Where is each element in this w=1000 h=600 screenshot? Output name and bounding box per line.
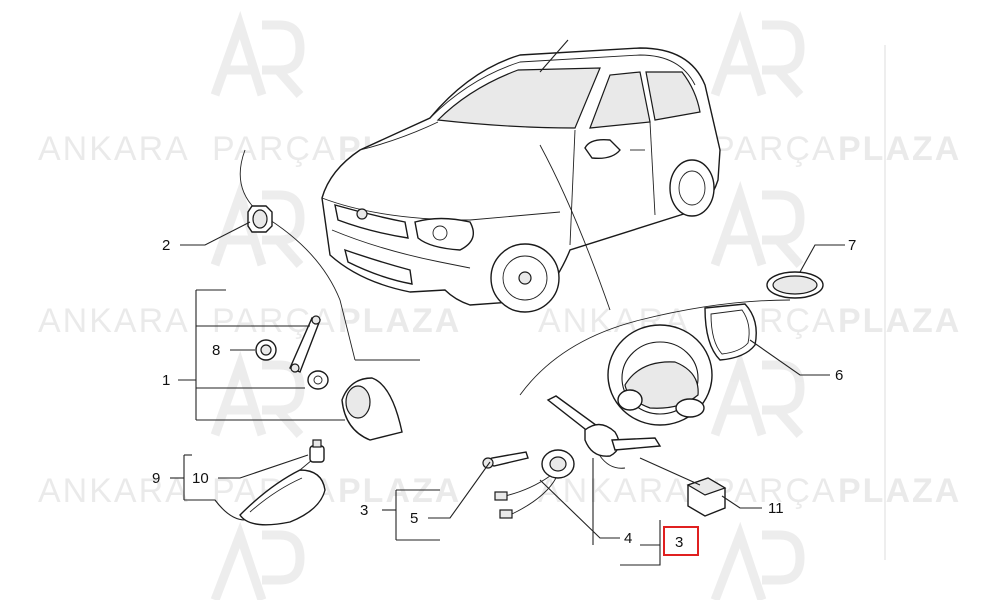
car-illustration (321, 39, 721, 313)
svg-text:PLAZA: PLAZA (338, 472, 461, 510)
callout-6: 6 (835, 367, 843, 384)
callout-11: 11 (768, 500, 784, 517)
part-9-side-lamp (239, 459, 326, 526)
callout-10: 10 (192, 470, 209, 487)
horn (341, 377, 403, 441)
callout-2: 2 (162, 237, 170, 254)
callout-7: 7 (848, 237, 856, 254)
watermark-row-3: ANKARA PARÇA PLAZA ANKARA PARÇA PLAZA (38, 472, 961, 510)
callout-3-highlighted: 3 (675, 534, 683, 551)
horn-washer (307, 370, 329, 390)
a-pillar-line (539, 144, 611, 311)
part-7-emblem (766, 271, 824, 299)
svg-text:ANKARA: ANKARA (538, 472, 690, 510)
watermark-logo (210, 10, 805, 600)
clock-spring (494, 449, 575, 519)
callout-3-left: 3 (360, 502, 368, 519)
callout-8: 8 (212, 342, 220, 359)
part-2-grommet (247, 205, 273, 233)
steering-wheel (607, 324, 713, 426)
leader-lines (170, 221, 845, 566)
callout-9: 9 (152, 470, 160, 487)
part-8-spacer (255, 339, 277, 361)
svg-text:PARÇA: PARÇA (212, 130, 337, 168)
callout-1: 1 (162, 372, 170, 389)
callout-5: 5 (410, 510, 418, 527)
watermark-row-2: ANKARA PARÇA PLAZA ANKARA PARÇA PLAZA (38, 302, 961, 340)
callout-labels: 2 7 6 8 1 9 10 3 5 4 11 (152, 237, 856, 547)
svg-text:ANKARA: ANKARA (38, 130, 190, 168)
svg-text:ANKARA: ANKARA (38, 302, 190, 340)
svg-text:PARÇA: PARÇA (712, 472, 837, 510)
svg-text:PLAZA: PLAZA (838, 472, 961, 510)
svg-text:PLAZA: PLAZA (338, 302, 461, 340)
svg-text:PLAZA: PLAZA (838, 130, 961, 168)
part-6-pad (704, 303, 757, 361)
horn-bracket (289, 315, 321, 373)
svg-text:PARÇA: PARÇA (712, 130, 837, 168)
callout-4: 4 (624, 530, 632, 547)
svg-text:PLAZA: PLAZA (838, 302, 961, 340)
wiring-curve-left (239, 149, 356, 361)
dash-curve (519, 299, 791, 396)
part-4-column-switch (546, 395, 662, 469)
part-5-screw (482, 451, 529, 469)
highlighted-callout-3[interactable]: 3 (663, 526, 699, 556)
part-10-bulb (309, 439, 325, 463)
highlight-box (663, 526, 699, 556)
svg-text:ANKARA: ANKARA (38, 472, 190, 510)
part-11-relay (686, 477, 727, 517)
